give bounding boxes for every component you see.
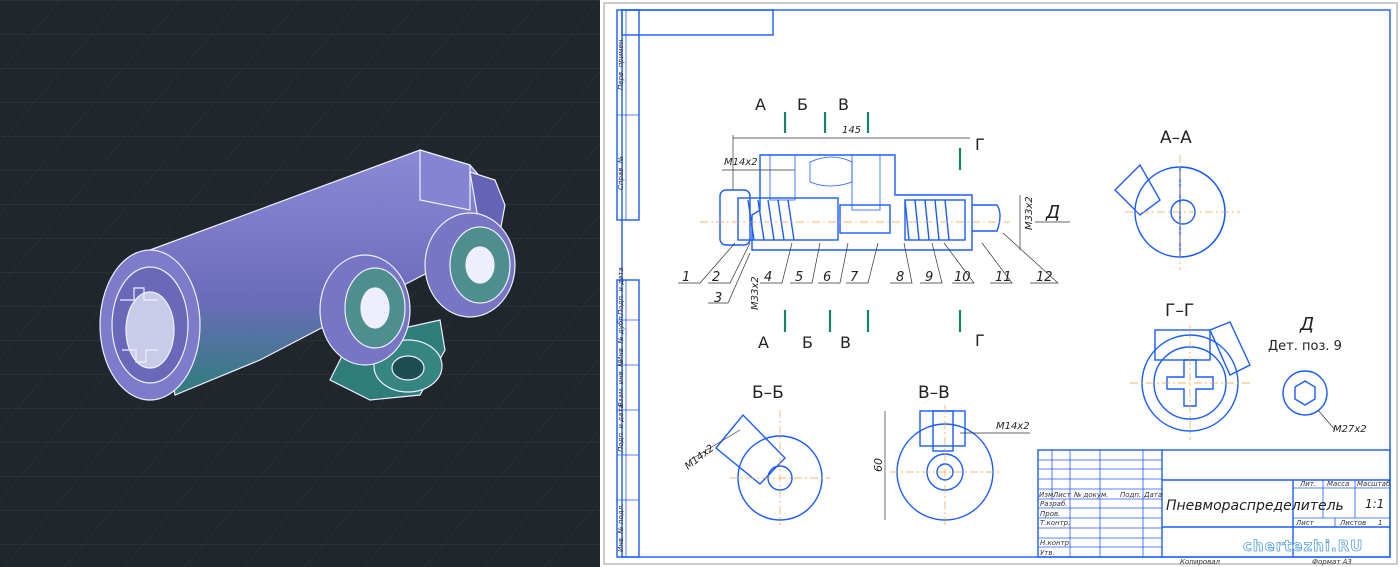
label: Г (975, 135, 985, 154)
scale-value: 1:1 (1365, 497, 1384, 511)
dim-thread-top: М14х2 (724, 157, 758, 168)
label: Масса (1327, 480, 1349, 488)
view-title: Д (1299, 314, 1314, 335)
side-label: Инв. № дубл. (617, 314, 625, 362)
section-cut-markers: А Б В Г А Б В Г (755, 95, 985, 352)
3d-model[interactable] (99, 149, 516, 401)
drawing-sheet[interactable]: Перв. примен. Справ. № Подп. и дата Инв.… (600, 0, 1400, 567)
section-title: А–А (1160, 128, 1192, 148)
label: Н.контр. (1040, 539, 1071, 547)
dim-height: 60 (872, 458, 885, 472)
section-title: В–В (918, 383, 950, 403)
main-section-view[interactable]: 145 М14х2 М33х2 М33х2 Д (700, 125, 1070, 310)
label: 1 (682, 270, 690, 285)
label: 9 (925, 270, 933, 285)
title-block: Изм. Лист № докум. Подп. Дата Разраб. Пр… (1037, 449, 1391, 566)
label: Г (975, 331, 985, 350)
view-arrow-label: Д (1045, 202, 1060, 223)
side-label: Перв. примен. (617, 37, 625, 90)
side-label: Справ. № (617, 156, 625, 190)
label: 11 (995, 270, 1012, 285)
section-title: Б–Б (752, 383, 784, 403)
thread-label: М14х2 (996, 421, 1030, 432)
side-label: Подп. и дата (617, 267, 625, 315)
part-leaders (678, 232, 1059, 304)
label: Лист (1295, 519, 1315, 527)
label: Б (802, 333, 813, 352)
label: Утв. (1040, 549, 1055, 557)
label: Лист (1052, 491, 1072, 499)
label: 3 (714, 291, 722, 306)
label: Изм. (1039, 491, 1055, 499)
side-label: Подп. и дата (617, 404, 625, 452)
label: Формат А3 (1312, 558, 1352, 566)
label: № докум. (1073, 491, 1109, 499)
section-gg[interactable]: Г–Г (1130, 301, 1251, 440)
label: А (758, 333, 769, 352)
side-label: Инв. № подл. (617, 504, 625, 552)
label: 4 (764, 270, 772, 285)
drawing-title: Пневмораспределитель (1166, 498, 1344, 514)
label: Масштаб (1357, 480, 1391, 488)
label: А (755, 95, 766, 114)
label: Пров. (1040, 510, 1060, 518)
label: Дата (1143, 491, 1162, 499)
part-numbers: 1 2 3 4 5 6 7 8 9 10 11 12 (682, 270, 1053, 306)
section-vv[interactable]: В–В 60 М14х2 (872, 383, 1030, 528)
view-subtitle: Дет. поз. 9 (1268, 339, 1342, 354)
label: В (838, 95, 849, 114)
label: Листов (1339, 519, 1366, 527)
dim-thread-left: М33х2 (750, 276, 761, 310)
thread-label: М27х2 (1333, 424, 1367, 435)
section-title: Г–Г (1165, 301, 1194, 321)
label: Т.контр. (1040, 519, 1070, 527)
label: 5 (795, 270, 803, 285)
side-strip: Перв. примен. Справ. № Подп. и дата Инв.… (616, 9, 640, 558)
label: Копировал (1180, 558, 1221, 566)
watermark: chertezhi.RU (1243, 537, 1363, 555)
section-aa[interactable]: А–А (1114, 128, 1240, 270)
label: В (840, 333, 851, 352)
label: 8 (896, 270, 904, 285)
label: 2 (712, 270, 720, 285)
label: 7 (850, 270, 859, 285)
label: Лит. (1299, 480, 1316, 488)
label: Разраб. (1040, 500, 1068, 508)
label: 6 (823, 270, 831, 285)
side-label: Взам. инв. № (617, 359, 625, 407)
label: Подп. (1120, 491, 1141, 499)
label: Б (797, 95, 808, 114)
dim-length: 145 (842, 125, 861, 136)
label: 10 (954, 270, 971, 285)
label: 1 (1378, 519, 1382, 527)
model-viewport[interactable] (0, 0, 600, 567)
label: 12 (1036, 270, 1053, 285)
view-d[interactable]: Д Дет. поз. 9 М27х2 (1268, 314, 1367, 435)
dim-thread-right: М33х2 (1024, 196, 1035, 230)
